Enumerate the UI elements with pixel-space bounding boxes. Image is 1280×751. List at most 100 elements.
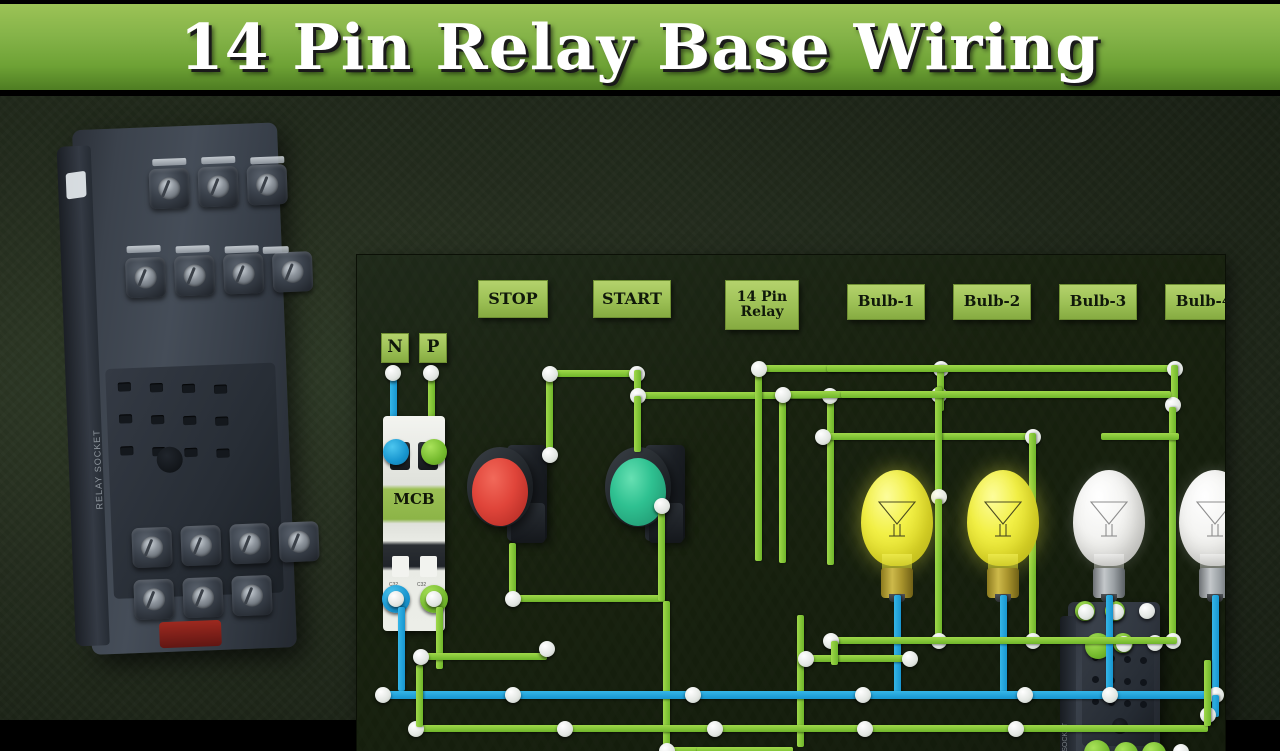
bulb-cap — [1199, 568, 1225, 602]
wire-bottom-green-right-up — [1204, 660, 1211, 726]
screw-terminal — [148, 167, 191, 210]
mcb-window — [392, 556, 409, 577]
label-start: START — [593, 280, 671, 318]
wiring-diagram-panel: STOP START 14 Pin Relay Bulb-1 Bulb-2 Bu… — [357, 255, 1225, 751]
wire-stop-to-start — [546, 370, 638, 377]
terminal-slot — [250, 156, 285, 165]
socket-pin — [151, 414, 165, 425]
label-bulb-4: Bulb-4 — [1165, 284, 1225, 320]
node — [685, 687, 701, 703]
label-relay-line1: 14 Pin — [736, 289, 788, 306]
node — [902, 651, 918, 667]
stop-push-button[interactable] — [467, 441, 547, 545]
wire-bulb-right-jog — [802, 655, 906, 662]
relay-brand-text: RELAY SOCKET — [1062, 722, 1069, 751]
wire-bulb1-neutral — [894, 595, 901, 695]
socket-terminal-row-bottom — [133, 574, 273, 621]
node — [855, 687, 871, 703]
socket-pin — [215, 416, 229, 426]
bulb-glass — [967, 470, 1039, 566]
node — [375, 687, 391, 703]
relay-side: RELAY SOCKET — [1060, 616, 1076, 751]
wire-coil-left — [697, 747, 793, 751]
node — [857, 721, 873, 737]
socket-terminal-row-second — [124, 251, 314, 299]
wire-relay-coil-feed-v — [663, 601, 670, 751]
socket-pin — [213, 384, 228, 394]
label-stop: STOP — [478, 280, 548, 318]
relay-pin — [1092, 698, 1099, 705]
node — [542, 447, 558, 463]
bulb-neck — [988, 554, 1018, 572]
mcb-label: MCB — [393, 490, 435, 508]
socket-clip — [65, 170, 87, 200]
terminal-slot — [262, 245, 289, 254]
bulb-neck — [1094, 554, 1124, 572]
mcb-terminal-neutral-in — [383, 439, 409, 465]
node — [798, 651, 814, 667]
screw-terminal — [231, 574, 273, 617]
node — [707, 721, 723, 737]
socket-pin — [117, 382, 132, 392]
bulb-1 — [855, 470, 939, 610]
bulb-cap — [987, 568, 1019, 602]
terminal-slot — [175, 245, 210, 254]
start-button-cap[interactable] — [610, 458, 666, 526]
stop-button-cap[interactable] — [472, 458, 528, 526]
screenshot-root: 14 Pin Relay Base Wiring RELAY SOCKET — [0, 0, 1280, 720]
wire-neutral-bus — [379, 691, 1219, 699]
bulb-cap — [1093, 568, 1125, 602]
relay-pin — [1124, 678, 1131, 685]
bulb-4 — [1173, 470, 1225, 610]
node — [426, 591, 442, 607]
screw-terminal — [182, 576, 224, 619]
socket-pin — [181, 383, 196, 394]
screw-terminal — [131, 526, 173, 569]
start-push-button[interactable] — [605, 441, 685, 545]
node — [654, 498, 670, 514]
terminal-slot — [224, 245, 259, 254]
wire-neutral-right-drop — [1212, 695, 1219, 717]
wire-relay-feed-a — [827, 395, 834, 565]
bulb-glass — [1073, 470, 1145, 566]
bulb-3 — [1067, 470, 1151, 610]
content-area: RELAY SOCKET — [0, 96, 1280, 751]
node — [505, 687, 521, 703]
screw-terminal — [278, 521, 320, 563]
node — [539, 641, 555, 657]
node — [542, 366, 558, 382]
terminal-slot — [201, 155, 236, 165]
wire-neutral-supply — [390, 367, 397, 442]
wire-bulb4-neutral — [1212, 595, 1219, 695]
wire-start-top-stub — [634, 370, 641, 396]
wire-relay-feed-b — [755, 365, 762, 561]
button-bezel — [605, 447, 671, 527]
wire-bottom-green-left-up — [416, 665, 423, 727]
relay-pin — [1140, 701, 1147, 708]
wire-bulb4-down — [1169, 407, 1176, 637]
node — [557, 721, 573, 737]
label-14-pin-relay: 14 Pin Relay — [725, 280, 799, 330]
button-bezel — [467, 447, 533, 527]
wire-top-bus-3 — [819, 433, 1031, 440]
label-phase: P — [419, 333, 447, 363]
label-neutral: N — [381, 333, 409, 363]
bulb-filament — [1193, 494, 1225, 540]
socket-pin — [184, 447, 198, 458]
wire-phase-supply — [428, 367, 435, 442]
node — [1139, 603, 1155, 619]
wire-top-bus-5 — [841, 391, 1171, 398]
relay-pin — [1124, 700, 1131, 707]
label-bulb-2: Bulb-2 — [953, 284, 1031, 320]
wire-bulb2-neutral — [1000, 595, 1007, 695]
wire-relay-right-down — [797, 615, 804, 747]
node — [815, 429, 831, 445]
page-title: 14 Pin Relay Base Wiring — [179, 10, 1101, 84]
relay-pin — [1140, 657, 1147, 664]
socket-pin — [183, 415, 197, 426]
socket-pin — [216, 448, 230, 458]
mcb-terminal-phase-in — [421, 439, 447, 465]
screw-terminal — [180, 524, 222, 567]
terminal-slot — [126, 244, 161, 254]
node — [1008, 721, 1024, 737]
